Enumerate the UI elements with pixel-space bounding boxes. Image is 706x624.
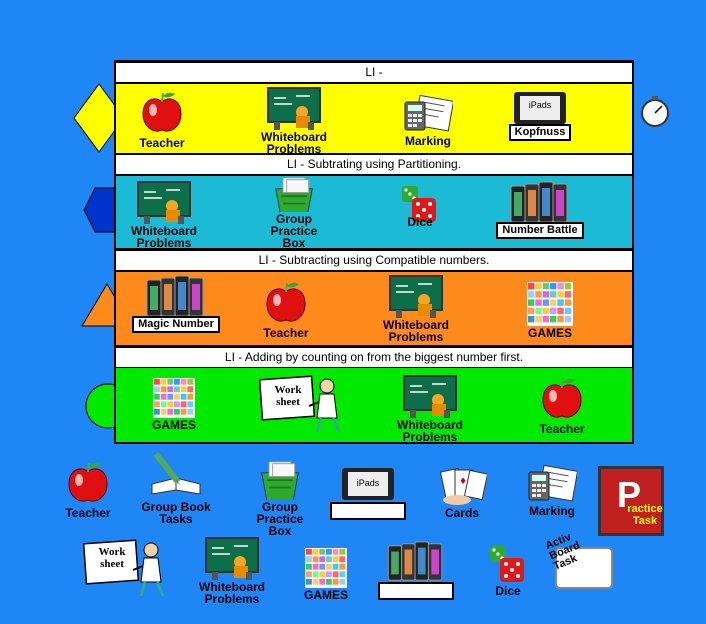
row-green: GAMES Work sheet Whiteboard Problems Tea… — [116, 368, 632, 443]
item-games[interactable]: GAMES — [504, 282, 596, 339]
item-teacher[interactable]: Teacher — [516, 376, 608, 435]
worksheet-icon: Work sheet — [257, 374, 347, 434]
item-whiteboard-problems[interactable]: Whiteboard Problems — [382, 374, 478, 443]
item-teacher[interactable]: Teacher — [240, 280, 332, 339]
li-header-4: LI - Adding by counting on from the bigg… — [116, 348, 632, 367]
tray-marking[interactable]: Marking — [506, 464, 598, 517]
tray-games[interactable]: GAMES — [280, 548, 372, 601]
item-whiteboard-problems[interactable]: Whiteboard Problems — [368, 274, 464, 343]
li-header-2: LI - Subtrating using Partitioning. — [116, 155, 632, 174]
row-orange: Magic Number Teacher Whiteboard Problems… — [116, 272, 632, 345]
item-teacher[interactable]: Teacher — [116, 90, 208, 149]
activboard-icon — [555, 547, 613, 589]
tray-dice[interactable]: Dice — [462, 544, 554, 597]
tray-group-practice-box[interactable]: Group Practice Box — [234, 460, 326, 537]
li-header-1: LI - — [116, 63, 632, 82]
apple-icon — [539, 376, 585, 422]
ipad-icon: iPads — [340, 466, 396, 502]
practice-box-icon — [258, 460, 302, 500]
marking-icon — [403, 94, 453, 134]
ipads-icon — [385, 540, 447, 584]
whiteboard-icon — [204, 536, 260, 580]
games-grid-icon — [149, 378, 199, 418]
tray-teacher[interactable]: Teacher — [42, 460, 134, 519]
tray-worksheet[interactable]: Work sheet — [78, 538, 174, 598]
ipad-icon: iPads — [512, 90, 568, 126]
tray-whiteboard-problems[interactable]: Whiteboard Problems — [184, 536, 280, 605]
practice-task-tile[interactable]: P ractice Task — [598, 466, 664, 536]
tray-group-book-tasks[interactable]: Group Book Tasks — [130, 450, 222, 525]
li-header-3: LI - Subtracting using Compatible number… — [116, 251, 632, 270]
item-whiteboard-problems[interactable]: Whiteboard Problems — [246, 86, 342, 155]
tray-ipads-stack[interactable] — [370, 540, 462, 600]
row-yellow: Teacher Whiteboard Problems Marking iPad… — [116, 84, 632, 155]
item-group-practice-box[interactable]: Group Practice Box — [248, 176, 340, 249]
cards-icon: ♦ — [439, 467, 487, 505]
whiteboard-icon — [388, 274, 444, 318]
marking-icon — [527, 464, 577, 504]
tray-cards[interactable]: ♦ Cards — [416, 466, 508, 519]
whiteboard-icon — [136, 180, 192, 224]
ipads-icon — [145, 274, 207, 320]
practice-box-icon — [272, 176, 316, 212]
item-magic-number[interactable]: Magic Number — [130, 274, 222, 333]
apple-icon — [263, 280, 309, 326]
row-cyan: Whiteboard Problems Group Practice Box D… — [116, 176, 632, 249]
whiteboard-icon — [402, 374, 458, 418]
item-kopfnuss[interactable]: iPads Kopfnuss — [494, 90, 586, 141]
dice-icon — [488, 544, 528, 584]
ipads-stack-label-box[interactable] — [378, 582, 454, 600]
ipads-icon — [509, 180, 571, 226]
item-worksheet[interactable]: Work sheet — [254, 374, 350, 436]
svg-text:♦: ♦ — [459, 477, 467, 487]
item-dice[interactable]: Dice — [374, 184, 466, 228]
worksheet-icon: Work sheet — [81, 538, 171, 598]
item-games[interactable]: GAMES — [128, 378, 220, 431]
games-grid-icon — [525, 282, 575, 326]
games-grid-icon — [301, 548, 351, 588]
apple-icon — [139, 90, 185, 136]
apple-icon — [65, 460, 111, 506]
book-pencil-icon — [151, 452, 201, 495]
tray-ipads[interactable]: iPads — [322, 466, 414, 520]
ipads-label-box[interactable] — [330, 502, 406, 520]
tray-activboard-task[interactable]: Activ Board Task — [540, 531, 616, 594]
item-whiteboard-problems[interactable]: Whiteboard Problems — [118, 180, 210, 249]
item-number-battle[interactable]: Number Battle — [494, 180, 586, 239]
whiteboard-icon — [266, 86, 322, 130]
stopwatch-icon[interactable] — [638, 94, 672, 128]
item-marking[interactable]: Marking — [382, 94, 474, 147]
